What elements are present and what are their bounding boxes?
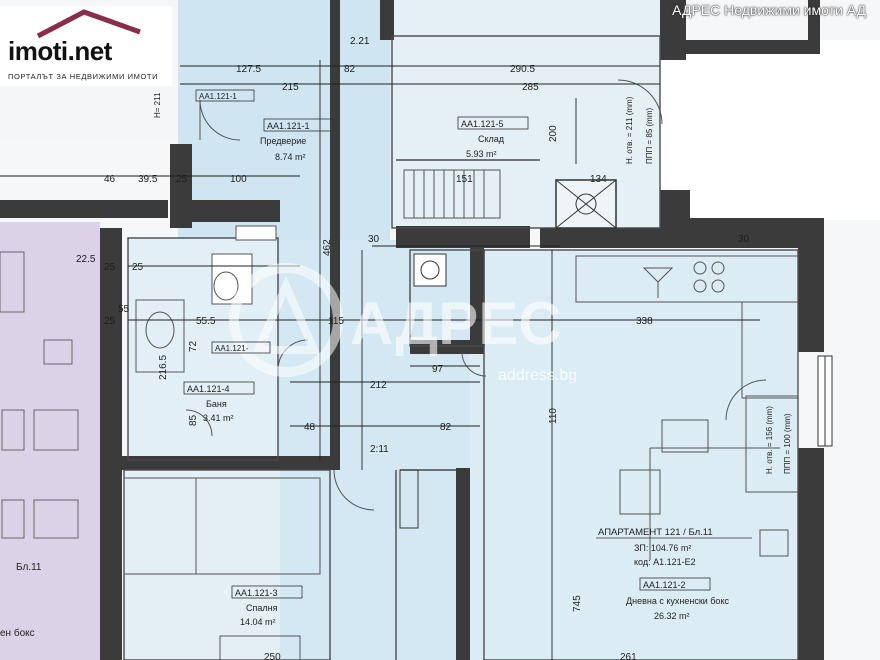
dim-value: 25: [104, 316, 116, 327]
door-arcs: [185, 79, 767, 511]
room-area: 5.93 m²: [466, 149, 497, 159]
dim-value: 216.5: [158, 355, 169, 380]
storage-shelving: [403, 169, 501, 219]
neighbor-label: Бл.11: [16, 562, 42, 573]
room-area: 14.04 m²: [240, 617, 276, 627]
dim-value: 85: [188, 414, 199, 426]
dim-value: 127.5: [236, 64, 261, 75]
dim-value: 82: [344, 64, 356, 75]
dim-value: 72: [188, 340, 199, 352]
height-note-window-2: ППП = 100 (mm): [783, 413, 792, 474]
room-area: 3.41 m²: [203, 413, 234, 423]
room-name: Баня: [206, 399, 227, 409]
room-code: АА1.121-4: [187, 384, 230, 394]
neighbor-label-2: ен бокс: [0, 627, 35, 639]
dim-value: 110: [548, 408, 559, 424]
dim-value: 212: [370, 380, 387, 391]
dim-value: 100: [230, 174, 247, 185]
dim-value: 200: [548, 125, 559, 142]
dim-value: 115: [328, 316, 344, 327]
apartment-area: ЗП: 104.76 m²: [634, 543, 691, 553]
height-note-window: Н. отв. = 156 (mm): [765, 406, 774, 474]
dim-value: 462: [322, 239, 333, 256]
room-tag-storage: АА1.121-5 Склад 5.93 m²: [457, 116, 529, 159]
dim-value: 22.5: [76, 254, 96, 265]
middle-corridor: [280, 240, 470, 660]
living-area: [470, 250, 798, 660]
roof-icon: [36, 9, 141, 39]
boiler: [555, 179, 617, 229]
watermark-center: АДРЕС: [350, 290, 562, 357]
logo-tagline: ПОРТАЛЪТ ЗА НЕДВИЖИМИ ИМОТИ: [8, 72, 159, 81]
room-code: АА1.121-2: [643, 580, 686, 590]
apartment-summary: АПАРТАМЕНТ 121 / Бл.11 ЗП: 104.76 m² код…: [596, 527, 752, 567]
kitchen-counter: [575, 255, 799, 493]
neighbor-furniture: [0, 251, 79, 539]
dimension-lines: [0, 60, 760, 660]
dim-value: 30: [368, 234, 380, 245]
dim-value: 48: [304, 422, 316, 433]
dim-value: 39.5: [138, 174, 158, 185]
room-tag-antre: АА1.121-1 Предверие 8.74 m²: [260, 118, 335, 162]
dim-value: 55.5: [196, 316, 216, 327]
neighbor-apartment: [0, 222, 100, 660]
room-tag-bathroom: АА1.121-4 Баня 3.41 m²: [183, 381, 255, 423]
dim-value: 2.21: [350, 36, 370, 47]
dim-value: 250: [264, 652, 281, 660]
dim-value: 215: [282, 82, 299, 93]
dim-value: 151: [456, 174, 473, 185]
room-code: АА1.121-5: [461, 119, 504, 129]
small-tags: АА1.121-1 АА1.121-: [195, 89, 271, 354]
living-furniture: [619, 419, 789, 560]
room-tag-living: АА1.121-2 Дневна с кухненски бокс 26.32 …: [626, 577, 729, 621]
dim-value: 25: [104, 262, 116, 273]
dim-value: 46: [104, 174, 116, 185]
dim-value: 25: [132, 262, 144, 273]
logo-text: imoti.net: [8, 36, 112, 66]
dimension-values: 127.5 82 290.5 215 285 46 39.5 25 100 15…: [76, 36, 750, 660]
dim-value: 261: [620, 652, 637, 660]
center-watermark: [229, 263, 343, 377]
apartment-code: код: А1.121-Е2: [634, 557, 696, 567]
apartment-title: АПАРТАМЕНТ 121 / Бл.11: [598, 527, 713, 538]
room-area: 8.74 m²: [275, 152, 306, 162]
dim-value: 30: [738, 234, 750, 245]
room-tag-bedroom: АА1.121-3 Спалня 14.04 m²: [231, 585, 303, 627]
room-name: Склад: [478, 134, 505, 144]
dim-value: 2:11: [370, 444, 389, 455]
dim-value: 82: [440, 422, 452, 433]
watermark-url: address.bg: [498, 367, 577, 384]
room-name: Дневна с кухненски бокс: [626, 596, 729, 606]
walls: [0, 0, 824, 660]
height-note-main: Н. отв. = 211 (mm): [625, 96, 634, 164]
laundry-box: [399, 253, 447, 529]
watermark-top: АДРЕС Недвижими имоти АД: [672, 2, 866, 18]
dim-value: 25: [176, 174, 188, 185]
dim-value: 290.5: [510, 64, 535, 75]
dim-value: 134: [590, 174, 607, 185]
window-right: [817, 355, 833, 447]
height-note-main-2: ППП = 85 (mm): [645, 108, 654, 164]
dim-value: 745: [572, 595, 583, 612]
dim-value: 338: [636, 316, 653, 327]
dim-value: 285: [522, 82, 539, 93]
room-code: АА1.121-1: [267, 121, 310, 131]
dim-value: 55: [118, 304, 130, 315]
room-name: Предверие: [260, 136, 306, 146]
door-tag: АА1.121-1: [199, 92, 237, 101]
height-note-left: Н= 211: [153, 92, 162, 118]
imoti-logo[interactable]: imoti.net ПОРТАЛЪТ ЗА НЕДВИЖИМИ ИМОТИ: [0, 6, 172, 86]
room-name: Спалня: [246, 603, 278, 613]
wc-tag: АА1.121-: [215, 344, 249, 353]
room-code: АА1.121-3: [235, 588, 278, 598]
dimension-values-vertical: 200 462 110 745 72 85 216.5: [158, 125, 583, 612]
room-area: 26.32 m²: [654, 611, 690, 621]
bedroom-bed: [123, 477, 321, 660]
dim-value: 97: [432, 364, 444, 375]
